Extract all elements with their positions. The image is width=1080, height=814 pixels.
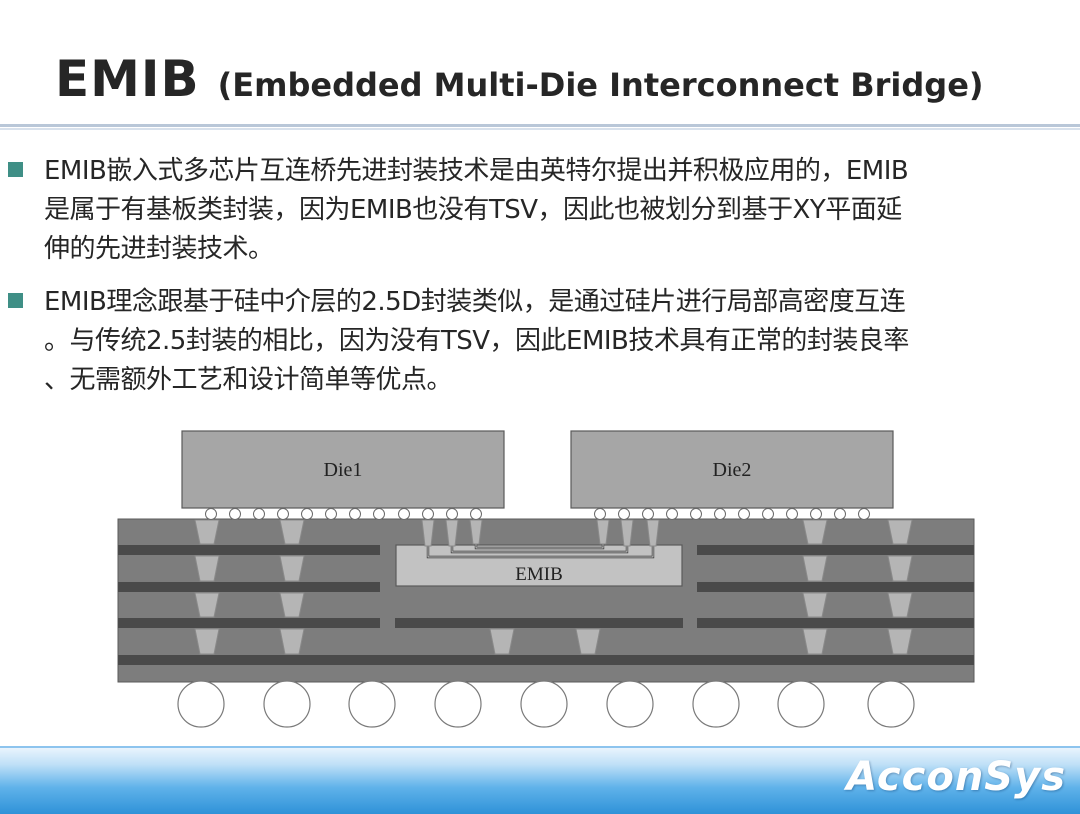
micro-bump	[810, 508, 822, 520]
metal-layer	[118, 582, 380, 592]
metal-layer	[118, 618, 380, 628]
metal-layer	[697, 618, 974, 628]
via	[279, 628, 305, 655]
slide-title: EMIB	[55, 50, 200, 108]
solder-ball	[692, 680, 740, 728]
metal-layer	[395, 618, 683, 628]
emib-cross-section-diagram: EMIB Die1 Die2	[117, 430, 975, 728]
solder-balls	[177, 680, 915, 728]
solder-ball	[177, 680, 225, 728]
micro-bump	[422, 508, 434, 520]
via	[802, 628, 828, 655]
micro-bump	[642, 508, 654, 520]
emib-bridge-label: EMIB	[515, 564, 563, 585]
metal-layers	[118, 545, 974, 665]
bullet-item: EMIB理念跟基于硅中介层的2.5D封装类似，是通过硅片进行局部高密度互连 。与…	[8, 283, 1072, 400]
micro-bump	[618, 508, 630, 520]
micro-bump	[373, 508, 385, 520]
via	[279, 592, 305, 618]
solder-ball	[520, 680, 568, 728]
bullet-line: EMIB嵌入式多芯片互连桥先进封装技术是由英特尔提出并积极应用的，EMIB	[44, 156, 909, 186]
bullet-line: 伸的先进封装技术。	[44, 234, 274, 264]
footer-divider	[0, 746, 1080, 748]
via	[887, 592, 913, 618]
solder-ball	[777, 680, 825, 728]
bullet-text: EMIB理念跟基于硅中介层的2.5D封装类似，是通过硅片进行局部高密度互连 。与…	[44, 283, 1072, 400]
metal-layer	[118, 545, 380, 555]
solder-ball	[348, 680, 396, 728]
micro-via	[469, 519, 483, 545]
micro-via	[596, 519, 610, 545]
via	[802, 519, 828, 545]
solder-ball	[867, 680, 915, 728]
slide-subtitle: (Embedded Multi-Die Interconnect Bridge)	[217, 66, 984, 104]
micro-bump	[253, 508, 265, 520]
die-1-label: Die1	[324, 459, 363, 481]
die-2	[570, 430, 894, 509]
micro-bump	[229, 508, 241, 520]
micro-via	[620, 519, 634, 547]
via	[802, 555, 828, 582]
bullet-line: 。与传统2.5封装的相比，因为没有TSV，因此EMIB技术具有正常的封装良率	[44, 326, 909, 356]
square-bullet-icon	[8, 293, 23, 308]
micro-bump	[446, 508, 458, 520]
micro-bump	[594, 508, 606, 520]
micro-bump	[349, 508, 361, 520]
bullet-line: 是属于有基板类封装，因为EMIB也没有TSV，因此也被划分到基于XY平面延	[44, 195, 902, 225]
via	[887, 555, 913, 582]
solder-ball	[263, 680, 311, 728]
micro-bump	[690, 508, 702, 520]
bullet-line: 、无需额外工艺和设计简单等优点。	[44, 365, 453, 395]
micro-bump	[858, 508, 870, 520]
via	[194, 628, 220, 655]
micro-bump	[762, 508, 774, 520]
bullet-line: EMIB理念跟基于硅中介层的2.5D封装类似，是通过硅片进行局部高密度互连	[44, 287, 906, 317]
micro-bump	[301, 508, 313, 520]
via	[279, 555, 305, 582]
metal-layer	[697, 582, 974, 592]
micro-bump	[325, 508, 337, 520]
die-2-label: Die2	[713, 459, 752, 481]
micro-bumps	[205, 508, 870, 520]
micro-bump	[205, 508, 217, 520]
via	[887, 628, 913, 655]
bridge-micro-vias	[421, 519, 660, 547]
substrate-vias	[194, 519, 913, 655]
micro-via	[445, 519, 459, 547]
square-bullet-icon	[8, 162, 23, 177]
via	[489, 628, 515, 655]
title-divider-shadow	[0, 128, 1080, 130]
bullet-text: EMIB嵌入式多芯片互连桥先进封装技术是由英特尔提出并积极应用的，EMIB 是属…	[44, 152, 1072, 269]
via	[194, 592, 220, 618]
via	[194, 555, 220, 582]
micro-bump	[470, 508, 482, 520]
bullet-item: EMIB嵌入式多芯片互连桥先进封装技术是由英特尔提出并积极应用的，EMIB 是属…	[8, 152, 1072, 269]
micro-bump	[398, 508, 410, 520]
title-divider	[0, 124, 1080, 127]
solder-ball	[434, 680, 482, 728]
via	[279, 519, 305, 545]
micro-via	[646, 519, 660, 547]
solder-ball	[606, 680, 654, 728]
via	[887, 519, 913, 545]
micro-bump	[277, 508, 289, 520]
via	[575, 628, 601, 655]
metal-layer	[118, 655, 974, 665]
micro-bump	[738, 508, 750, 520]
title-row: EMIB (Embedded Multi-Die Interconnect Bri…	[55, 50, 984, 120]
micro-bump	[714, 508, 726, 520]
die-1	[181, 430, 505, 509]
bullet-list: EMIB嵌入式多芯片互连桥先进封装技术是由英特尔提出并积极应用的，EMIB 是属…	[8, 152, 1072, 414]
micro-bump	[666, 508, 678, 520]
micro-bump	[834, 508, 846, 520]
micro-bump	[786, 508, 798, 520]
micro-via	[421, 519, 435, 547]
via	[802, 592, 828, 618]
metal-layer	[697, 545, 974, 555]
footer-band	[0, 748, 1080, 814]
brand-logo: AcconSys	[846, 754, 1066, 800]
